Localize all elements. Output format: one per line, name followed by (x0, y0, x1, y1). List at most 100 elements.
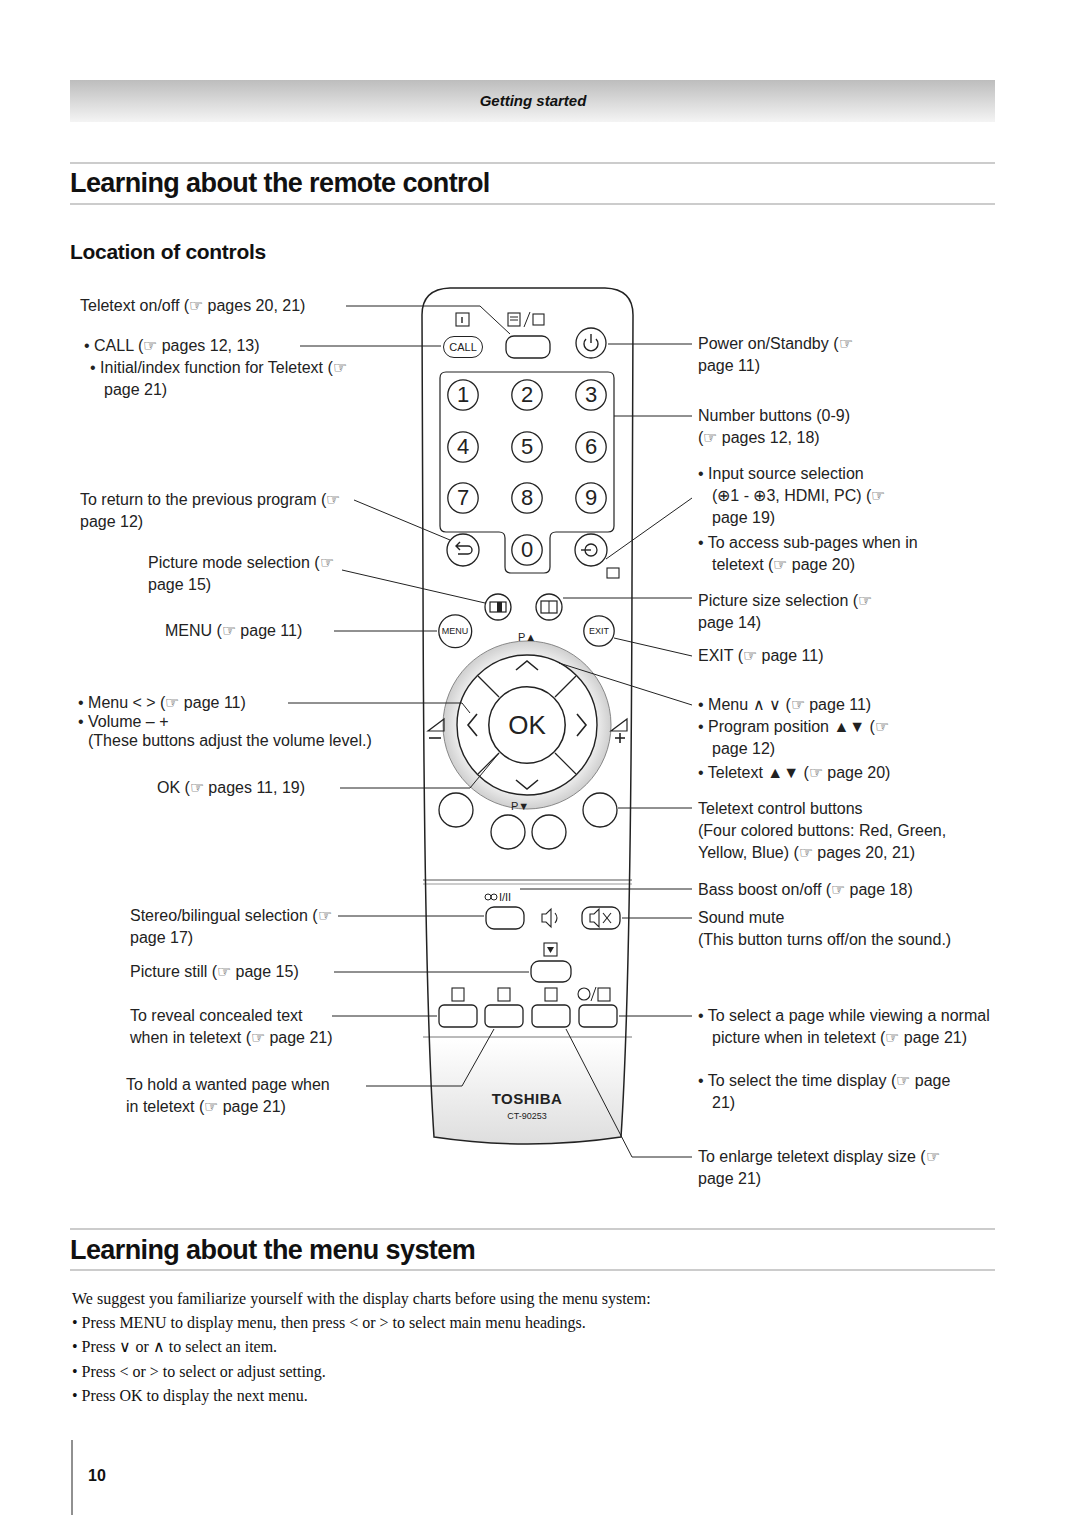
section-header: Getting started (480, 90, 587, 112)
number-button: 1 (447, 379, 479, 411)
bullet-text: • Press OK to display the next menu. (72, 1385, 308, 1407)
bullet-text: • Press MENU to display menu, then press… (72, 1312, 586, 1334)
dpad-ring (457, 655, 597, 795)
callout-text: (These buttons adjust the volume level.) (88, 730, 372, 752)
volume-down-symbol (428, 719, 444, 731)
input-button (575, 534, 607, 566)
dpad-surround (443, 641, 611, 809)
subheading: Location of controls (70, 239, 266, 265)
callout-text: Picture size selection (☞ page 14) (698, 590, 878, 634)
rule (70, 1229, 995, 1230)
button-text: 6 (585, 436, 597, 458)
enlarge-button (532, 1005, 570, 1027)
callout-text: OK (☞ pages 11, 19) (157, 777, 305, 799)
callout-text: • Menu ∧ ∨ (☞ page 11) (698, 694, 871, 716)
time-button (579, 1005, 617, 1027)
callout-text: To enlarge teletext display size (☞ page… (698, 1146, 948, 1190)
button-text: 5 (521, 436, 533, 458)
callout-text: Bass boost on/off (☞ page 18) (698, 879, 913, 901)
label-button: CALL (443, 336, 483, 358)
callout-text: Stereo/bilingual selection (☞ page 17) (130, 905, 335, 949)
callout-text: • To select a page while viewing a norma… (698, 1005, 992, 1049)
page-heading: Learning about the remote control (70, 167, 490, 199)
callout-text: • CALL (☞ pages 12, 13) (84, 335, 260, 357)
button-text: 1 (457, 384, 469, 406)
header-band (70, 80, 995, 122)
mute-button (582, 907, 620, 929)
button-text: 8 (521, 487, 533, 509)
callout-text: To return to the previous program (☞ pag… (80, 489, 360, 533)
callout-text: Teletext control buttons (698, 798, 863, 820)
callout-text: Number buttons (0-9) (☞ pages 12, 18) (698, 405, 868, 449)
number-button: 9 (575, 482, 607, 514)
stereo-button (486, 907, 524, 929)
number-button: 2 (511, 379, 543, 411)
blue-button (583, 793, 617, 827)
callout-text: • Program position ▲▼ (☞ page 12) (698, 716, 912, 760)
number-button: 8 (511, 482, 543, 514)
teletext-icon (508, 313, 520, 326)
teletext-button (506, 336, 550, 358)
number-button: 6 (575, 431, 607, 463)
label-button: EXIT (583, 615, 615, 647)
callout-text: EXIT (☞ page 11) (698, 645, 823, 667)
still-icon (544, 943, 557, 956)
callout-text: Power on/Standby (☞ page 11) (698, 333, 858, 377)
button-text: EXIT (589, 627, 609, 636)
body-seam (423, 880, 632, 881)
callout-text: • Volume – + (78, 711, 169, 733)
hold-icon (498, 988, 510, 1001)
return-button (447, 534, 479, 566)
body-text: We suggest you familiarize yourself with… (72, 1288, 651, 1310)
bullet-text: • Press < or > to select or adjust setti… (72, 1361, 326, 1383)
red-button (439, 793, 473, 827)
page-heading: Learning about the menu system (70, 1234, 475, 1266)
remote-body: P▲P▼TOSHIBACT-90253CALL1234567890MENUEXI… (420, 285, 635, 1145)
picture-mode-button (485, 594, 511, 620)
channel-up-mark: P▲ (518, 632, 536, 643)
info-icon (456, 313, 469, 326)
callout-text: • To access sub-pages when in teletext (… (698, 532, 927, 576)
page-number-rule (72, 1440, 73, 1515)
brand-name: TOSHIBA (492, 1091, 563, 1106)
button-text: 2 (521, 384, 533, 406)
number-button: 3 (575, 379, 607, 411)
button-text: 3 (585, 384, 597, 406)
callout-text: (Four colored buttons: Red, Green, Yello… (698, 820, 983, 864)
subpage-icon (607, 568, 619, 578)
rule (70, 204, 995, 205)
reveal-button (439, 1005, 477, 1027)
label-button: MENU (438, 614, 473, 649)
button-text: 9 (585, 487, 597, 509)
callout-text: Teletext on/off (☞ pages 20, 21) (80, 295, 305, 317)
keypad-outline (440, 372, 614, 573)
power-button (576, 328, 606, 358)
rule (70, 163, 995, 164)
bass-icon (542, 909, 551, 927)
callout-text: Picture still (☞ page 15) (130, 961, 299, 983)
button-text: CALL (449, 342, 477, 353)
number-button: 0 (511, 534, 543, 566)
callout-text: MENU (☞ page 11) (165, 620, 302, 642)
callout-text: Sound mute (698, 907, 784, 929)
callout-text: • Input source selection (⊕1 - ⊕3, HDMI,… (698, 463, 892, 529)
up-arrow (516, 661, 538, 670)
rule (70, 1270, 995, 1271)
number-button: 5 (511, 431, 543, 463)
callout-text: (This button turns off/on the sound.) (698, 929, 951, 951)
picture-size-button (536, 594, 562, 620)
down-arrow (516, 780, 538, 789)
still-button (531, 961, 571, 982)
callout-text: To hold a wanted page when in teletext (… (126, 1074, 341, 1118)
button-text: MENU (442, 627, 469, 636)
channel-down-mark: P▼ (511, 801, 529, 812)
page-number: 10 (88, 1465, 106, 1487)
enlarge-icon (545, 988, 557, 1001)
callout-text: • Menu < > (☞ page 11) (78, 692, 246, 714)
green-button (491, 815, 525, 849)
left-arrow (468, 714, 477, 736)
callout-text: • To select the time display (☞ page 21) (698, 1070, 952, 1114)
button-text: 0 (521, 539, 533, 561)
body-shading (420, 1040, 636, 1150)
volume-up-symbol (611, 719, 627, 731)
